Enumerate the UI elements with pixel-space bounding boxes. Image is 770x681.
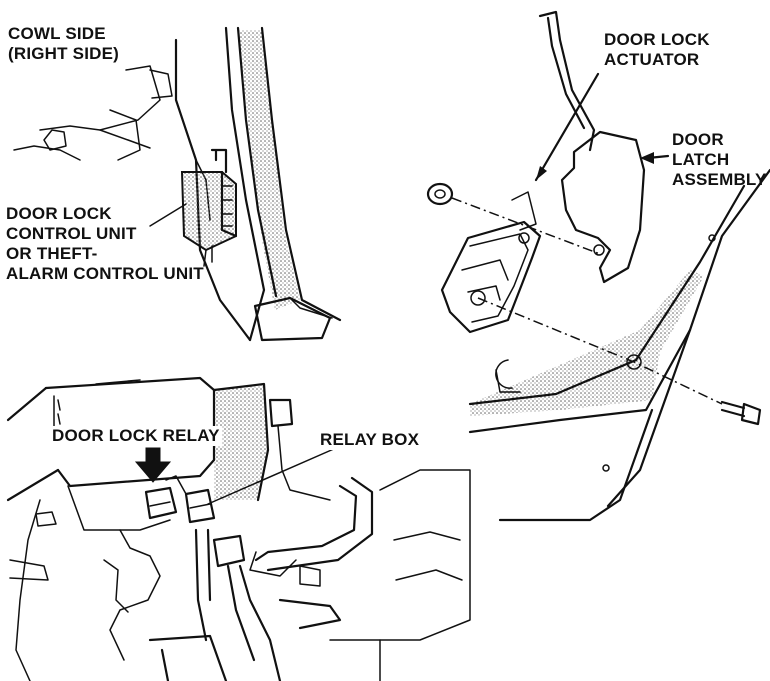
latch-line1: DOOR xyxy=(672,130,724,149)
actuator-leader-line xyxy=(534,72,600,182)
actuator-leader-arrow-icon xyxy=(536,166,547,180)
dash-relay-illustration xyxy=(6,376,471,681)
actuator-line1: DOOR LOCK xyxy=(604,30,710,49)
latch-leader-arrow-icon xyxy=(640,152,654,164)
latch-line2: LATCH xyxy=(672,150,730,169)
control-unit-line4: ALARM CONTROL UNIT xyxy=(6,264,204,283)
door-lock-actuator-label: DOOR LOCK ACTUATOR xyxy=(604,30,710,70)
actuator-line2: ACTUATOR xyxy=(604,50,700,69)
control-unit-line3: OR THEFT- xyxy=(6,244,98,263)
latch-line3: ASSEMBLY xyxy=(672,170,767,189)
door-latch-assembly-label: DOOR LATCH ASSEMBLY xyxy=(672,130,767,190)
door-lock-relay-label: DOOR LOCK RELAY xyxy=(50,426,222,446)
door-latch-assembly-drawing xyxy=(560,130,646,284)
cowl-heading-line2: (RIGHT SIDE) xyxy=(8,44,120,63)
cowl-side-illustration xyxy=(13,26,342,342)
control-unit-line2: CONTROL UNIT xyxy=(6,224,137,243)
bolt-drawing xyxy=(720,400,762,426)
control-unit-label: DOOR LOCK CONTROL UNIT OR THEFT- ALARM C… xyxy=(6,204,204,284)
control-unit-line1: DOOR LOCK xyxy=(6,204,112,223)
control-unit-leader-line xyxy=(149,203,187,227)
nut-drawing xyxy=(426,182,454,206)
door-lock-control-unit-drawing xyxy=(180,148,238,267)
relay-arrow-icon xyxy=(134,447,172,483)
door-actuator-illustration xyxy=(426,10,770,522)
relay-box-label: RELAY BOX xyxy=(318,430,422,450)
cowl-trim-shading xyxy=(238,30,300,310)
door-lock-relay-drawing xyxy=(144,475,216,524)
cowl-heading-line1: COWL SIDE xyxy=(8,24,106,43)
cowl-side-heading: COWL SIDE (RIGHT SIDE) xyxy=(8,24,119,64)
